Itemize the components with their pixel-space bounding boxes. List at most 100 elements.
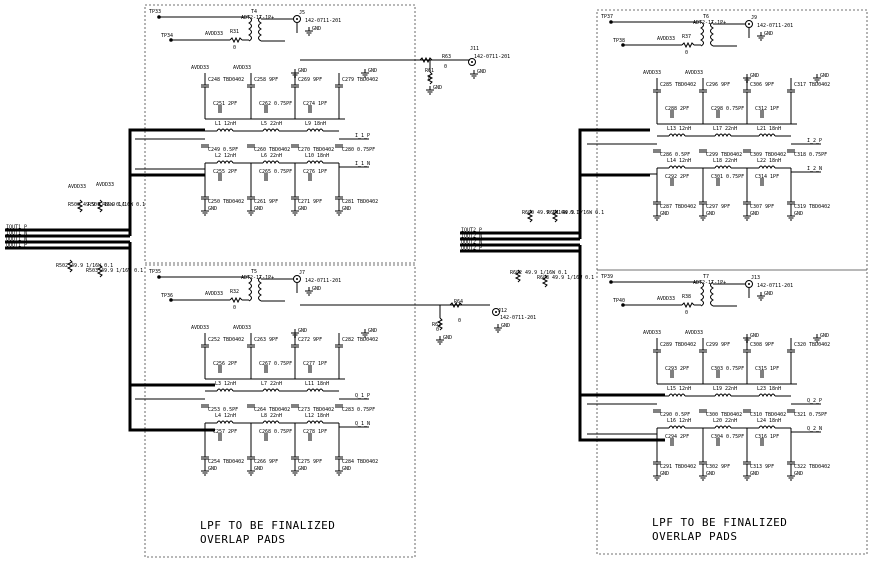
- ground-label: GND: [750, 211, 759, 217]
- cap-label: C278 1PF: [303, 429, 327, 435]
- connector-ring: [468, 58, 476, 66]
- resistor-zigzag: [681, 41, 695, 49]
- inductor-label: L14 12nH: [667, 158, 691, 164]
- net-label: Q_2_N: [807, 426, 822, 432]
- inductor-symbol: [216, 420, 234, 425]
- cap-label: C310 TBD0402: [750, 412, 786, 418]
- block-outline: [596, 269, 868, 555]
- ground-label: GND: [660, 471, 669, 477]
- cap-label: C257 2PF: [213, 429, 237, 435]
- ground-label: GND: [443, 335, 452, 341]
- net-label: IOUT2_P: [461, 228, 482, 234]
- coax-connector-icon: [745, 20, 753, 28]
- inductor-symbol: [306, 128, 324, 133]
- power-label: AVDD33: [205, 291, 223, 297]
- resistor-symbol: [66, 259, 74, 273]
- net-label: IOUT1_N: [6, 231, 27, 237]
- connector-ref: J5: [299, 10, 305, 16]
- resistor-value: 0: [233, 45, 236, 51]
- cap-label: C263 9PF: [254, 337, 278, 343]
- capacitor-symbol: [308, 173, 312, 181]
- inductor-label: L15 12nH: [667, 386, 691, 392]
- capacitor-symbol: [716, 178, 720, 186]
- connector-pin: [495, 311, 497, 313]
- bus-line: [128, 242, 215, 387]
- capacitor-symbol: [264, 365, 268, 373]
- inductor-label: L5 22nH: [261, 121, 282, 127]
- cap-label: C308 9PF: [750, 342, 774, 348]
- resistor-symbol: [96, 199, 104, 213]
- inductor-coil: [758, 393, 776, 398]
- ground-label: GND: [312, 26, 321, 32]
- cap-label: C253 0.5PF: [208, 407, 238, 413]
- inductor-symbol: [668, 393, 686, 398]
- resistor-value: 0: [233, 305, 236, 311]
- inductor-label: L8 22nH: [261, 413, 282, 419]
- resistor-zigzag: [419, 56, 433, 64]
- transformer-ref: T6: [703, 14, 709, 20]
- cap-label: C280 0.75PF: [342, 147, 375, 153]
- ground-icon: GND: [247, 206, 263, 216]
- cap-label: C312 1PF: [755, 106, 779, 112]
- aux-output-left: R630R610GNDJ11142-0711-201GNDR640R620GND…: [300, 46, 536, 345]
- net-label: I_1_N: [355, 161, 370, 167]
- cap-label: C250 TBD0402: [208, 199, 244, 205]
- cap-label: C286 0.5PF: [660, 152, 690, 158]
- inductor-label: L24 18nH: [757, 418, 781, 424]
- cap-label: C302 9PF: [706, 464, 730, 470]
- capacitor-symbol: [291, 144, 299, 148]
- capacitor-symbol: [291, 344, 299, 348]
- connector-pin: [296, 278, 298, 280]
- cap-label: C265 0.75PF: [259, 169, 292, 175]
- resistor-label: R602 49.9 1/16W 0.1: [510, 270, 567, 276]
- resistor-ref: R31: [230, 29, 239, 35]
- capacitor-symbol: [264, 105, 268, 113]
- ground-label: GND: [501, 323, 510, 329]
- cap-label: C284 TBD0402: [342, 459, 378, 465]
- ground-icon: GND: [787, 211, 803, 221]
- inductor-symbol: [216, 160, 234, 165]
- cap-label: C322 TBD0402: [794, 464, 830, 470]
- net-label: I_1_P: [355, 133, 370, 139]
- transformer-part: ADT2-1T-1P+: [241, 15, 274, 21]
- capacitor-symbol: [670, 178, 674, 186]
- cap-label: C288 2PF: [665, 106, 689, 112]
- ground-icon: GND: [335, 466, 351, 476]
- capacitor-symbol: [670, 438, 674, 446]
- cap-label: C293 2PF: [665, 366, 689, 372]
- cap-label: C289 TBD0402: [660, 342, 696, 348]
- ground-label: GND: [368, 328, 377, 334]
- resistor-ref: R32: [230, 289, 239, 295]
- capacitor-symbol: [218, 433, 222, 441]
- ground-label: GND: [820, 73, 829, 79]
- connector-ring: [745, 280, 753, 288]
- ground-label: GND: [750, 333, 759, 339]
- cap-label: C316 1PF: [755, 434, 779, 440]
- inductor-symbol: [306, 160, 324, 165]
- capacitor-symbol: [743, 349, 751, 353]
- cap-label: C264 TBD0402: [254, 407, 290, 413]
- ground-label: GND: [342, 466, 351, 472]
- cap-label: C261 9PF: [254, 199, 278, 205]
- resistor-ref: R38: [682, 294, 691, 300]
- capacitor-symbol: [335, 84, 343, 88]
- resistor-value: 0: [458, 318, 461, 324]
- note-line: LPF TO BE FINALIZED: [200, 519, 335, 532]
- transformer-coil: [248, 276, 252, 302]
- cap-label: C306 9PF: [750, 82, 774, 88]
- test-point-label: TP35: [149, 269, 161, 275]
- cap-label: C287 TBD0402: [660, 204, 696, 210]
- resistor-zigzag: [449, 301, 463, 309]
- inductor-symbol: [714, 425, 732, 430]
- cap-label: C258 9PF: [254, 77, 278, 83]
- capacitor-symbol: [787, 409, 795, 413]
- connector-ring: [745, 20, 753, 28]
- power-label: AVDD33: [657, 296, 675, 302]
- resistor-symbol: [426, 71, 434, 85]
- capacitor-symbol: [653, 349, 661, 353]
- inductor-label: L23 18nH: [757, 386, 781, 392]
- resistor-label: R603 49.9 1/16W 0.1: [537, 275, 594, 281]
- capacitor-symbol: [201, 84, 209, 88]
- cap-label: C271 9PF: [298, 199, 322, 205]
- ground-label: GND: [298, 206, 307, 212]
